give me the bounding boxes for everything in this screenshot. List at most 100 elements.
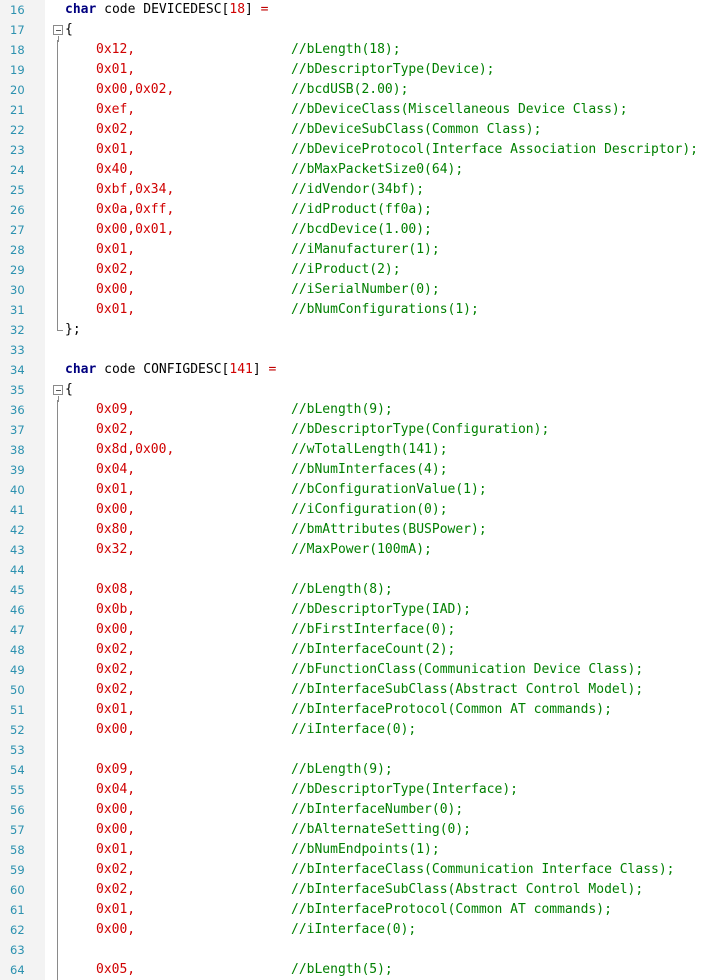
- code-line[interactable]: 35{: [0, 380, 720, 402]
- code-comment: //bInterfaceProtocol(Common AT commands)…: [291, 902, 612, 917]
- line-number: 26: [10, 203, 25, 217]
- code-line[interactable]: 33: [0, 340, 720, 360]
- hex-value: 0x00,: [96, 922, 136, 937]
- code-line[interactable]: 63: [0, 940, 720, 960]
- hex-value: 0x00,: [96, 722, 136, 737]
- hex-value: 0x02,: [96, 422, 136, 437]
- line-number: 44: [10, 563, 25, 577]
- code-comment: //bInterfaceCount(2);: [291, 642, 456, 657]
- fold-guide-line: [53, 940, 65, 960]
- code-comment: //bDeviceProtocol(Interface Association …: [291, 142, 698, 157]
- line-number: 28: [10, 243, 25, 257]
- fold-guide-line: [53, 600, 65, 620]
- array-size: 18: [229, 2, 246, 17]
- hex-value: 0x05,: [96, 962, 136, 977]
- code-line[interactable]: 44: [0, 560, 720, 580]
- code-line[interactable]: 53: [0, 740, 720, 760]
- line-number: 20: [10, 83, 25, 97]
- hex-value: 0x09,: [96, 402, 136, 417]
- hex-value: 0x80,: [96, 522, 136, 537]
- fold-guide-line: [53, 720, 65, 740]
- line-number: 40: [10, 483, 25, 497]
- line-number: 29: [10, 263, 25, 277]
- code-line[interactable]: 17{: [0, 20, 720, 42]
- fold-guide-line: [53, 860, 65, 880]
- hex-value: 0x12,: [96, 42, 136, 57]
- fold-guide-line: [53, 480, 65, 500]
- fold-collapse-icon[interactable]: [53, 380, 65, 402]
- code-comment: //iInterface(0);: [291, 722, 417, 737]
- hex-value: 0x02,: [96, 862, 136, 877]
- fold-guide-line: [53, 640, 65, 660]
- code-comment: //bLength(9);: [291, 402, 393, 417]
- hex-value: 0x02,: [96, 682, 136, 697]
- code-line[interactable]: 32};: [0, 320, 720, 340]
- line-number: 58: [10, 843, 25, 857]
- line-number: 23: [10, 143, 25, 157]
- fold-guide-line: [53, 60, 65, 80]
- fold-guide-line: [53, 400, 65, 420]
- code-line[interactable]: 20 0x00,0x02, //bcdUSB(2.00);: [0, 80, 720, 100]
- fold-collapse-icon[interactable]: [53, 20, 65, 42]
- code-comment: //bDescriptorType(Interface);: [291, 782, 518, 797]
- hex-value: 0x02,: [96, 122, 136, 137]
- declaration: char code DEVICEDESC[18] =: [65, 0, 269, 20]
- code-comment: //bDescriptorType(Device);: [291, 62, 495, 77]
- code-comment: //iProduct(2);: [291, 262, 401, 277]
- hex-value: 0x00,0x02,: [96, 82, 175, 97]
- hex-value: 0x32,: [96, 542, 136, 557]
- fold-guide-line: [53, 240, 65, 260]
- hex-value: 0x04,: [96, 782, 136, 797]
- fold-guide-line: [53, 80, 65, 100]
- line-number: 62: [10, 923, 25, 937]
- line-number: 60: [10, 883, 25, 897]
- fold-guide-line: [53, 140, 65, 160]
- close-bracket: ]: [252, 362, 261, 377]
- line-number: 39: [10, 463, 25, 477]
- code-comment: //bcdUSB(2.00);: [291, 82, 409, 97]
